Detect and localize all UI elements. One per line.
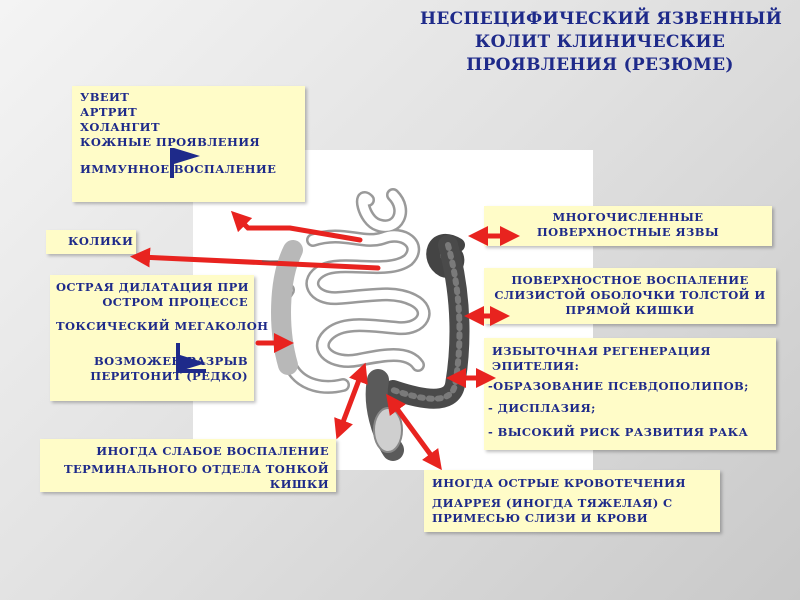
arrow-ileitis [334,362,368,440]
dilatation-line-4: ВОЗМОЖЕН РАЗРЫВ [94,354,248,368]
inflammation-box: ПОВЕРХНОСТНОЕ ВОСПАЛЕНИЕ СЛИЗИСТОЙ ОБОЛО… [484,268,776,324]
extraintestinal-line-5: ИММУННОЕ ВОСПАЛЕНИЕ [80,162,277,176]
regeneration-box: ИЗБЫТОЧНАЯ РЕГЕНЕРАЦИЯ ЭПИТЕЛИЯ: -ОБРАЗО… [484,338,776,450]
ulcers-line-2: ПОВЕРХНОСТНЫЕ ЯЗВЫ [536,225,720,239]
flag-icon [176,343,206,373]
extraintestinal-line-3: ХОЛАНГИТ [80,120,160,134]
ileitis-box: ИНОГДА СЛАБОЕ ВОСПАЛЕНИЕ ТЕРМИНАЛЬНОГО О… [40,439,336,492]
dilatation-line-1: ОСТРАЯ ДИЛАТАЦИЯ ПРИ [56,280,249,294]
inflammation-line-1: ПОВЕРХНОСТНОЕ ВОСПАЛЕНИЕ [511,273,749,287]
flag-icon [170,148,200,178]
dilatation-line-5: ПЕРИТОНИТ (РЕДКО) [90,369,248,383]
regeneration-line-3: -ОБРАЗОВАНИЕ ПСЕВДОПОЛИПОВ; [488,379,749,393]
bleeding-line-2: ДИАРРЕЯ (ИНОГДА ТЯЖЕЛАЯ) С [432,496,673,510]
title-line-2: КОЛИТ КЛИНИЧЕСКИЕ [474,32,726,52]
ileitis-line-2: ТЕРМИНАЛЬНОГО ОТДЕЛА ТОНКОЙ [64,462,329,476]
regeneration-line-2: ЭПИТЕЛИЯ: [492,359,580,373]
intestine-drawing [271,188,470,461]
inflammation-line-2: СЛИЗИСТОЙ ОБОЛОЧКИ ТОЛСТОЙ И [494,288,766,302]
inflammation-line-3: ПРЯМОЙ КИШКИ [565,303,695,317]
slide-title: НЕСПЕЦИФИЧЕСКИЙ ЯЗВЕННЫЙ КОЛИТ КЛИНИЧЕСК… [420,8,783,77]
arrow-bleeding [386,393,442,471]
title-line-3: ПРОЯВЛЕНИЯ (РЕЗЮМЕ) [466,55,734,75]
regeneration-line-1: ИЗБЫТОЧНАЯ РЕГЕНЕРАЦИЯ [492,344,711,358]
dilatation-box: ОСТРАЯ ДИЛАТАЦИЯ ПРИ ОСТРОМ ПРОЦЕССЕ ТОК… [50,275,269,401]
arrow-to-colic [130,247,381,271]
ulcers-line-1: МНОГОЧИСЛЕННЫЕ [552,210,704,224]
arrow-to-extraintestinal [230,210,363,243]
ileitis-line-3: КИШКИ [269,477,329,491]
extraintestinal-line-1: УВЕИТ [80,90,130,104]
bleeding-box: ИНОГДА ОСТРЫЕ КРОВОТЕЧЕНИЯ ДИАРРЕЯ (ИНОГ… [424,470,720,532]
ulcers-box: МНОГОЧИСЛЕННЫЕ ПОВЕРХНОСТНЫЕ ЯЗВЫ [484,206,772,246]
intestine-illustration [193,150,593,470]
regeneration-line-4: - ДИСПЛАЗИЯ; [488,401,596,415]
extraintestinal-line-2: АРТРИТ [80,105,138,119]
extraintestinal-line-4: КОЖНЫЕ ПРОЯВЛЕНИЯ [80,135,261,149]
ileitis-line-1: ИНОГДА СЛАБОЕ ВОСПАЛЕНИЕ [96,444,329,458]
extraintestinal-box: УВЕИТ АРТРИТ ХОЛАНГИТ КОЖНЫЕ ПРОЯВЛЕНИЯ … [72,86,305,202]
colic-box: КОЛИКИ [46,230,136,254]
dilatation-line-2: ОСТРОМ ПРОЦЕССЕ [102,295,248,309]
bleeding-line-1: ИНОГДА ОСТРЫЕ КРОВОТЕЧЕНИЯ [432,476,686,490]
regeneration-line-5: - ВЫСОКИЙ РИСК РАЗВИТИЯ РАКА [488,425,749,439]
dilatation-line-3: ТОКСИЧЕСКИЙ МЕГАКОЛОН [56,319,269,333]
colic-line-1: КОЛИКИ [68,234,134,248]
title-line-1: НЕСПЕЦИФИЧЕСКИЙ ЯЗВЕННЫЙ [420,9,783,29]
bleeding-line-3: ПРИМЕСЬЮ СЛИЗИ И КРОВИ [432,511,649,525]
